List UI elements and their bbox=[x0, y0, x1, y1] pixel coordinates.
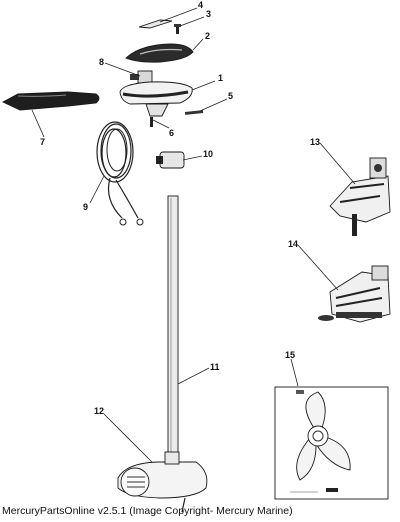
callout-10: 10 bbox=[203, 149, 213, 159]
part-9-battery-cable[interactable] bbox=[96, 121, 144, 226]
callout-3: 3 bbox=[206, 9, 211, 19]
part-1-head-housing[interactable] bbox=[119, 81, 193, 117]
callout-2: 2 bbox=[205, 31, 210, 41]
callout-11: 11 bbox=[210, 362, 220, 372]
part-2-head-cover[interactable] bbox=[125, 43, 194, 63]
callout-15: 15 bbox=[285, 350, 295, 360]
part-11-shaft[interactable] bbox=[167, 195, 179, 459]
callout-14: 14 bbox=[288, 239, 298, 249]
copyright-footer: MercuryPartsOnline v2.5.1 (Image Copyrig… bbox=[2, 505, 293, 517]
callout-8: 8 bbox=[99, 57, 104, 67]
part-12-motor-lower-unit[interactable] bbox=[117, 451, 208, 513]
callout-9: 9 bbox=[83, 202, 88, 212]
part-8-switch[interactable] bbox=[130, 70, 153, 84]
part-7-tiller-handle[interactable] bbox=[1, 91, 100, 111]
part-3-screw[interactable] bbox=[174, 24, 181, 34]
callout-numbers: 1 2 3 4 5 6 7 8 9 10 11 12 13 14 15 bbox=[40, 0, 320, 416]
part-15-propeller-kit[interactable] bbox=[274, 386, 389, 500]
callout-4: 4 bbox=[198, 0, 203, 10]
part-13-mount-bracket[interactable] bbox=[329, 157, 391, 236]
callout-13: 13 bbox=[310, 137, 320, 147]
part-4-cover-plate[interactable] bbox=[138, 19, 173, 29]
part-6-screw[interactable] bbox=[150, 117, 153, 127]
callout-6: 6 bbox=[169, 128, 174, 138]
part-5-pin[interactable] bbox=[184, 110, 204, 115]
part-10-collar[interactable] bbox=[156, 151, 185, 169]
callout-5: 5 bbox=[228, 91, 233, 101]
callout-7: 7 bbox=[40, 137, 45, 147]
part-14-clamp-bracket[interactable] bbox=[318, 265, 391, 323]
callout-12: 12 bbox=[94, 406, 104, 416]
leader-lines bbox=[31, 7, 356, 463]
callout-1: 1 bbox=[218, 73, 223, 83]
